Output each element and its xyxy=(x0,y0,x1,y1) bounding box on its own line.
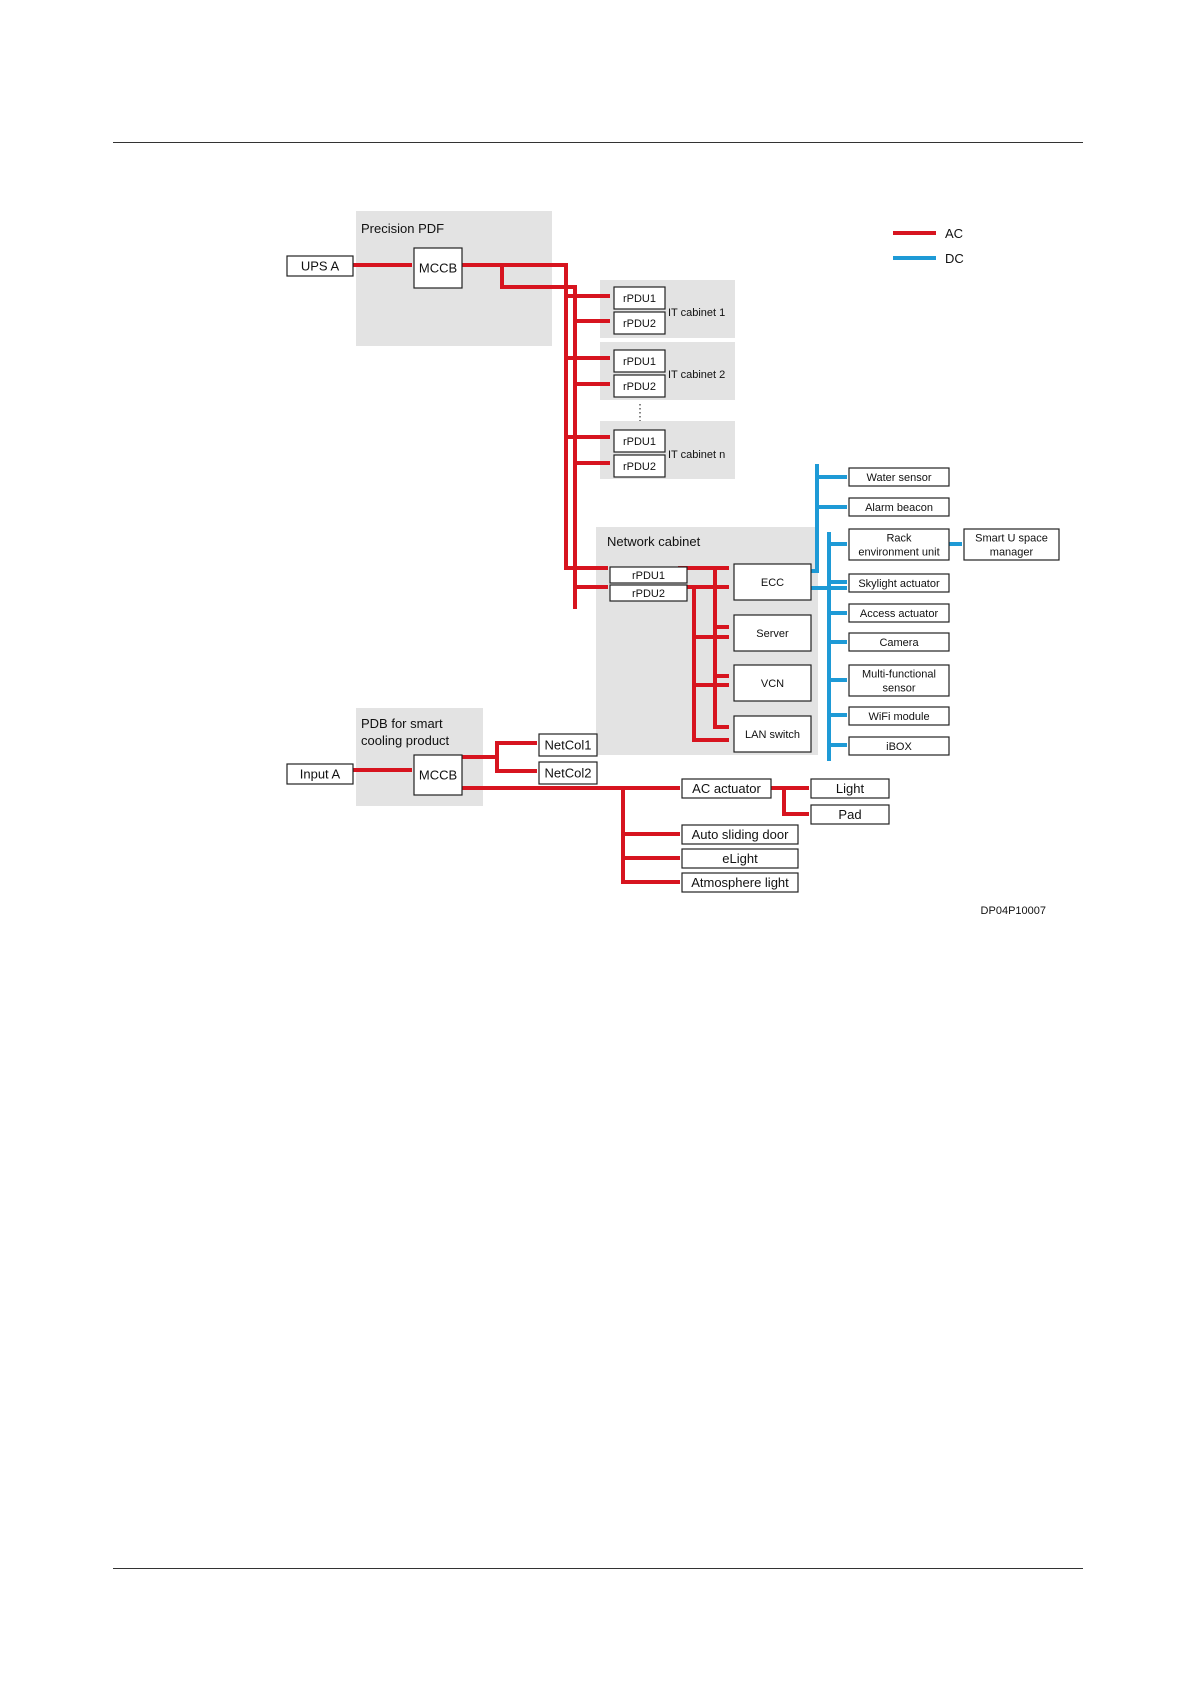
ac-lines xyxy=(350,263,809,884)
skylight-actuator-label: Skylight actuator xyxy=(858,578,940,590)
itn-rpdu1-label: rPDU1 xyxy=(623,436,656,448)
dc-lines xyxy=(805,464,962,761)
legend-ac-label: AC xyxy=(945,226,963,241)
netcol1-box: NetCol1 xyxy=(538,733,598,757)
alarm-beacon-box: Alarm beacon xyxy=(848,497,950,517)
multi-functional-sensor-label: Multi-functional xyxy=(862,668,936,680)
elight-box: eLight xyxy=(681,848,799,869)
light-box: Light xyxy=(810,778,890,799)
wifi-module-box: WiFi module xyxy=(848,706,950,726)
access-actuator-box: Access actuator xyxy=(848,603,950,623)
wifi-module-label: WiFi module xyxy=(868,711,929,723)
it-cabinet-1-label: IT cabinet 1 xyxy=(668,307,725,319)
net-rpdu1-label: rPDU1 xyxy=(632,570,665,582)
atmosphere-light-label: Atmosphere light xyxy=(691,875,789,890)
it2-rpdu1-label: rPDU1 xyxy=(623,356,656,368)
netcol2-box: NetCol2 xyxy=(538,761,598,785)
pad-box: Pad xyxy=(810,804,890,825)
it1-rpdu1-box: rPDU1 xyxy=(613,286,666,310)
it2-rpdu2-box: rPDU2 xyxy=(613,374,666,398)
diagram-boxes: UPS A MCCB rPDU1 rPDU2 rPDU1 rPDU2 rPDU1 rPDU2 r… xyxy=(286,247,1060,893)
netcol2-label: NetCol2 xyxy=(545,766,592,781)
auto-sliding-door-box: Auto sliding door xyxy=(681,824,799,845)
rack-env-unit-box: Rack environment unit xyxy=(848,528,950,561)
camera-label: Camera xyxy=(879,637,919,649)
net-rpdu2-label: rPDU2 xyxy=(632,588,665,600)
ac-actuator-label: AC actuator xyxy=(692,781,761,796)
water-sensor-label: Water sensor xyxy=(866,472,931,484)
auto-sliding-door-label: Auto sliding door xyxy=(692,827,790,842)
vcn-label: VCN xyxy=(761,678,784,690)
ecc-box: ECC xyxy=(733,563,812,601)
light-label: Light xyxy=(836,781,865,796)
itn-rpdu1-box: rPDU1 xyxy=(613,429,666,453)
it1-rpdu2-box: rPDU2 xyxy=(613,311,666,335)
legend: AC DC xyxy=(893,226,964,266)
lan-switch-box: LAN switch xyxy=(733,715,812,753)
mccb-bottom-box: MCCB xyxy=(413,754,463,796)
legend-dc-label: DC xyxy=(945,251,964,266)
net-rpdu2-box: rPDU2 xyxy=(609,584,688,602)
water-sensor-box: Water sensor xyxy=(848,467,950,487)
alarm-beacon-label: Alarm beacon xyxy=(865,502,933,514)
elight-label: eLight xyxy=(722,851,758,866)
server-label: Server xyxy=(756,628,789,640)
it-cabinet-2-label: IT cabinet 2 xyxy=(668,369,725,381)
footer-rule xyxy=(113,1568,1083,1569)
vcn-box: VCN xyxy=(733,664,812,702)
it1-rpdu1-label: rPDU1 xyxy=(623,293,656,305)
ups-a-label: UPS A xyxy=(301,259,340,274)
ac-actuator-box: AC actuator xyxy=(681,778,772,799)
itn-rpdu2-label: rPDU2 xyxy=(623,461,656,473)
figure-id: DP04P10007 xyxy=(981,905,1046,917)
ibox-box: iBOX xyxy=(848,736,950,756)
it2-rpdu2-label: rPDU2 xyxy=(623,381,656,393)
rack-env-unit-label: environment unit xyxy=(858,546,939,558)
net-rpdu1-box: rPDU1 xyxy=(609,566,688,584)
pad-label: Pad xyxy=(838,807,861,822)
server-box: Server xyxy=(733,614,812,652)
smart-u-space-label: Smart U space xyxy=(975,532,1048,544)
header-rule xyxy=(113,142,1083,143)
skylight-actuator-box: Skylight actuator xyxy=(848,573,950,593)
precision-pdf-title: Precision PDF xyxy=(361,221,444,236)
camera-box: Camera xyxy=(848,632,950,652)
smart-u-space-label: manager xyxy=(990,546,1034,558)
it1-rpdu2-label: rPDU2 xyxy=(623,318,656,330)
access-actuator-label: Access actuator xyxy=(860,608,939,620)
multi-functional-sensor-box: Multi-functional sensor xyxy=(848,664,950,697)
mccb-bottom-label: MCCB xyxy=(419,768,457,783)
ups-a-box: UPS A xyxy=(286,255,354,277)
ibox-label: iBOX xyxy=(886,741,912,753)
mccb-top-box: MCCB xyxy=(413,247,463,289)
lan-switch-label: LAN switch xyxy=(745,729,800,741)
network-cabinet-title: Network cabinet xyxy=(607,534,701,549)
input-a-label: Input A xyxy=(300,767,341,782)
atmosphere-light-box: Atmosphere light xyxy=(681,872,799,893)
it2-rpdu1-box: rPDU1 xyxy=(613,349,666,373)
mccb-top-label: MCCB xyxy=(419,261,457,276)
smart-u-space-box: Smart U space manager xyxy=(963,528,1060,561)
itn-rpdu2-box: rPDU2 xyxy=(613,454,666,478)
rack-env-unit-label: Rack xyxy=(886,532,912,544)
ecc-label: ECC xyxy=(761,577,784,589)
netcol1-label: NetCol1 xyxy=(545,738,592,753)
input-a-box: Input A xyxy=(286,763,354,785)
multi-functional-sensor-label: sensor xyxy=(882,682,915,694)
it-cabinet-n-label: IT cabinet n xyxy=(668,449,725,461)
